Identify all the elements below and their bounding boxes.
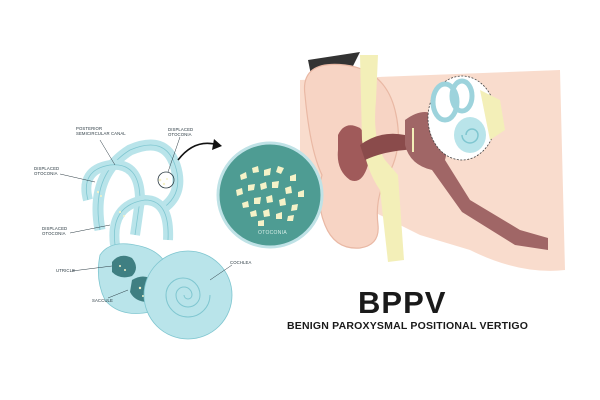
zoom-arrowhead <box>212 139 222 150</box>
label-displaced-otoconia-left: DISPLACED OTOCONIA <box>34 166 60 176</box>
otoconia-crystals <box>236 166 304 226</box>
magnifier-ring <box>157 171 175 189</box>
otoconia-zoom <box>216 141 324 249</box>
labyrinth <box>81 139 233 340</box>
utricle-shape <box>112 255 136 278</box>
temporal-bone <box>360 55 404 262</box>
label-utricle: UTRICLE <box>56 268 76 273</box>
label-otoconia: OTOCONIA <box>258 230 287 236</box>
cochlea-spiral <box>165 277 211 318</box>
inner-ear-small <box>430 78 505 153</box>
ear-cross-section <box>300 52 565 271</box>
zoom-arrow <box>177 142 219 161</box>
label-displaced-otoconia-top: DISPLACED OTOCONIA <box>168 127 194 137</box>
diagram-subtitle: BENIGN PAROXYSMAL POSITIONAL VERTIGO <box>287 320 529 332</box>
diagram-title: BPPV <box>358 285 447 320</box>
label-cochlea: COCHLEA <box>230 260 252 265</box>
concha <box>337 125 369 181</box>
label-saccule: SACCULE <box>92 298 113 303</box>
leader-lines <box>59 136 233 299</box>
label-posterior-canal: POSTERIOR SEMICIRCULAR CANAL <box>76 126 126 136</box>
cochlea-shape <box>143 250 233 340</box>
label-displaced-otoconia-mid: DISPLACED OTOCONIA <box>42 226 68 236</box>
